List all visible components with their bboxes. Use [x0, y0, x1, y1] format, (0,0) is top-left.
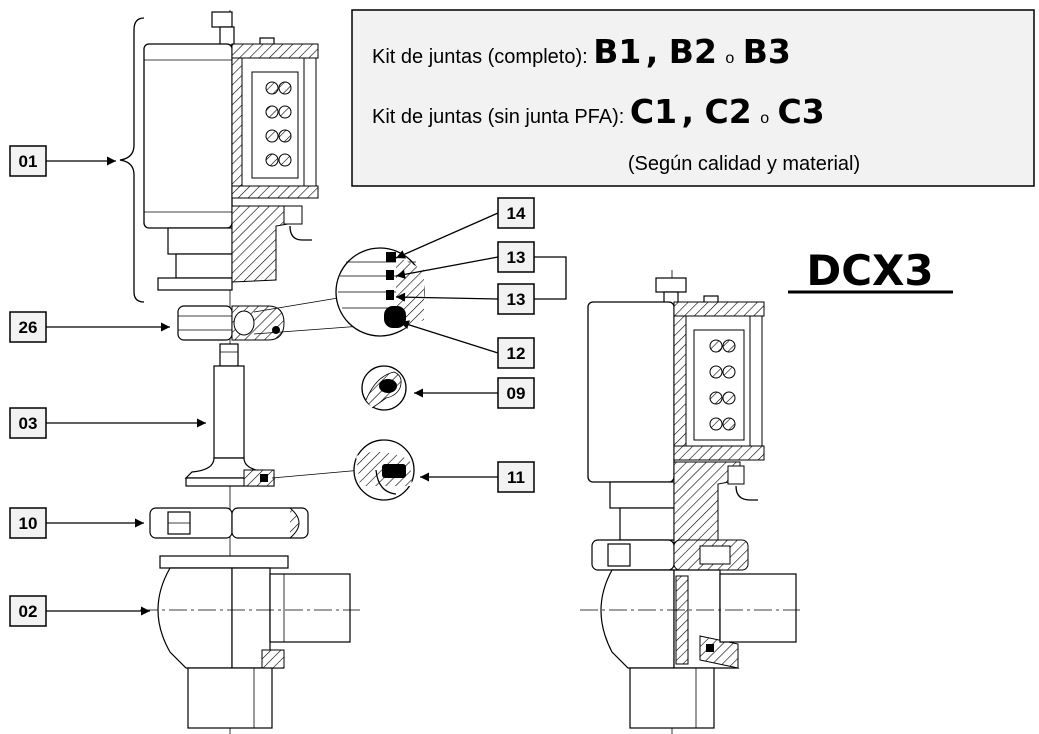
svg-text:11: 11 — [507, 468, 525, 487]
stem-part-03 — [184, 343, 276, 487]
valve-body-part-02 — [140, 555, 360, 729]
svg-text:26: 26 — [19, 318, 38, 337]
detail-circle-seal-11 — [271, 439, 415, 501]
assembly-bracket — [119, 17, 145, 303]
callout-12: 12 — [399, 320, 535, 369]
callout-13-upper: 13 — [395, 241, 535, 279]
svg-text:13: 13 — [507, 290, 526, 309]
callout-10: 10 — [9, 507, 144, 539]
callout-02: 02 — [9, 595, 150, 627]
assembled-valve — [580, 277, 800, 729]
callout-13-bracket — [534, 256, 567, 300]
svg-text:10: 10 — [19, 514, 38, 533]
svg-text:12: 12 — [507, 344, 526, 363]
callout-13-lower: 13 — [395, 283, 535, 315]
callout-26: 26 — [9, 311, 170, 343]
svg-text:01: 01 — [19, 152, 38, 171]
callout-01: 01 — [9, 145, 116, 177]
callout-03: 03 — [9, 407, 206, 439]
svg-text:14: 14 — [507, 204, 526, 223]
callout-14: 14 — [395, 197, 535, 259]
svg-text:03: 03 — [19, 414, 38, 433]
svg-text:13: 13 — [507, 248, 526, 267]
kit-no-pfa-line: Kit de juntas (sin junta PFA): C1 , C2 o… — [372, 92, 825, 131]
callout-11: 11 — [420, 461, 535, 493]
svg-text:DCX3: DCX3 — [806, 246, 933, 295]
gasket-kit-info-box: Kit de juntas (completo): B1 , B2 o B3 K… — [351, 9, 1035, 187]
callout-09: 09 — [414, 377, 535, 409]
svg-text:09: 09 — [507, 384, 526, 403]
actuator-spring — [251, 71, 299, 179]
clamp-part-26 — [177, 305, 285, 341]
kit-complete-line: Kit de juntas (completo): B1 , B2 o B3 — [372, 32, 791, 71]
kit-note: (Según calidad y material) — [628, 153, 860, 175]
clamp-part-10 — [149, 507, 309, 539]
detail-circle-seal-09 — [361, 365, 407, 411]
model-title: DCX3 — [788, 246, 953, 295]
actuator-part-01 — [143, 11, 319, 291]
svg-text:02: 02 — [19, 602, 38, 621]
